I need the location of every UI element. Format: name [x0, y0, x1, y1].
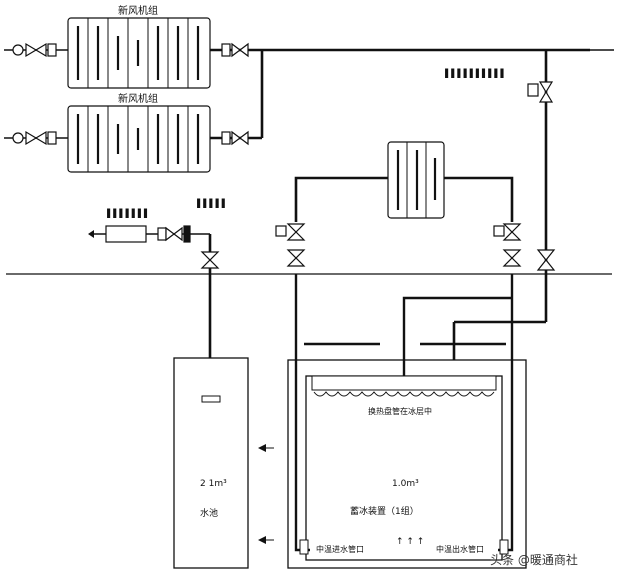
- bottom-unit-vertical-labels: [76, 114, 200, 164]
- left-tank-name: 水池: [200, 507, 218, 519]
- left-tank-inlet: [201, 395, 221, 403]
- left-tank-body: [173, 357, 249, 569]
- ice-tank-volume: 1.0m³: [392, 479, 419, 489]
- pump-line-arrow: [88, 230, 94, 238]
- right-riser-note: ▐▐▐▐▐▐▐▐▐▐: [442, 68, 504, 78]
- top-air-handling-unit: 新风机组: [67, 4, 211, 89]
- top-unit-title: 新风机组: [118, 4, 158, 17]
- pump-valve-label: ▐▐▐▐▐: [194, 198, 226, 208]
- top-unit-columns: [87, 18, 189, 88]
- ice-storage-tank: 换热盘管在冰层中 1.0m³ 蓄冰装置（1组） ↑ ↑ ↑ 中温进水管口 中温出…: [287, 359, 527, 569]
- bottom-unit-columns: [87, 106, 189, 172]
- ice-tank-header: [311, 375, 497, 391]
- bottom-air-handling-unit: 新风机组: [67, 92, 211, 173]
- ice-tank-port-marks: [299, 539, 509, 555]
- bottom-unit-valves: [12, 130, 249, 146]
- side-arrows: [258, 444, 266, 544]
- ice-coil-label: 换热盘管在冰层中: [368, 406, 432, 416]
- ice-tank-port-right: 中温出水管口: [436, 544, 484, 554]
- left-tank: 2 1m³ 水池: [173, 357, 249, 569]
- right-loop-valves: [493, 223, 522, 267]
- pump-valves: [157, 225, 220, 269]
- heat-exchanger-unit: [387, 141, 445, 219]
- ice-tank-name: 蓄冰装置（1组）: [350, 505, 419, 517]
- watermark: 头条 @暖通商社: [490, 552, 578, 567]
- pump-box: [105, 225, 147, 243]
- top-unit-valves: [12, 42, 249, 58]
- ice-coil: [313, 391, 495, 397]
- ice-tank-port-left: 中温进水管口: [316, 544, 364, 554]
- top-unit-vertical-labels: [76, 26, 200, 80]
- left-loop-valves: [275, 223, 306, 267]
- ice-tank-marks: ↑ ↑ ↑: [396, 537, 424, 547]
- left-tank-volume: 2 1m³: [200, 479, 227, 489]
- right-riser-valve: [527, 81, 556, 271]
- right-main-riser: [452, 50, 548, 372]
- bottom-unit-title: 新风机组: [118, 92, 158, 105]
- heat-exchanger-loop: [294, 176, 514, 222]
- pump-label: ▐▐▐▐▐▐▐: [104, 208, 148, 218]
